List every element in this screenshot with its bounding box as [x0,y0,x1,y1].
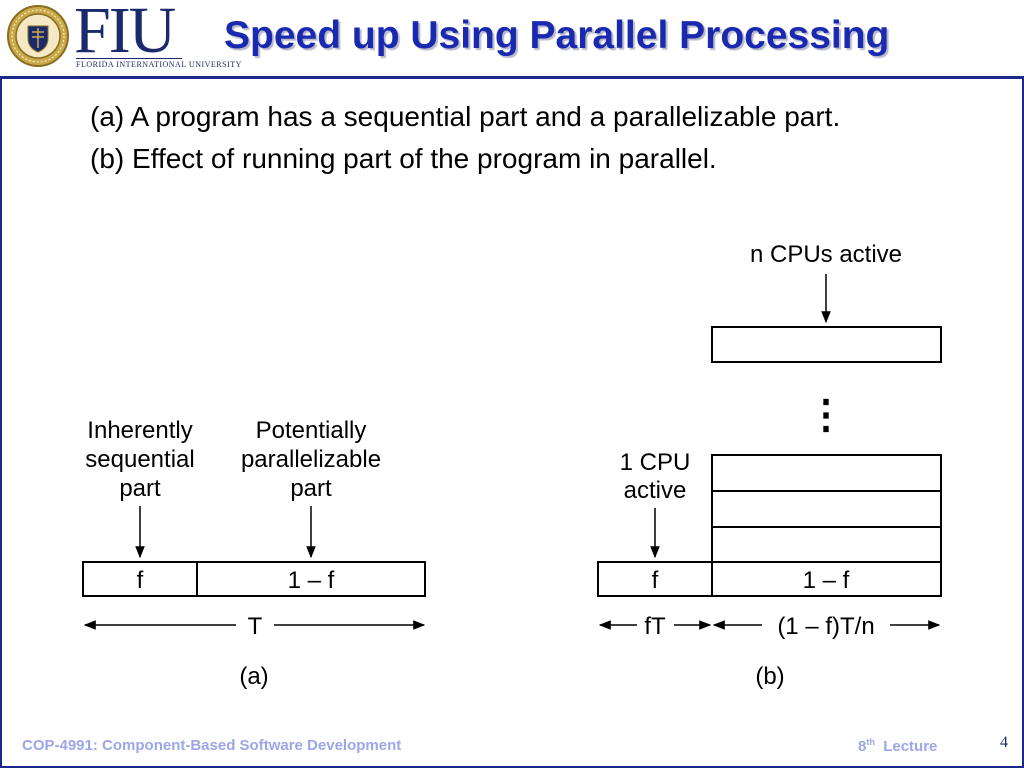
span-label-parallel-time: (1 – f)T/n [777,613,874,640]
parallel-label-line: Potentially [256,417,367,444]
box-label-1-minus-f: 1 – f [288,567,335,594]
sequential-box [82,561,198,597]
bullet-item: (b) Effect of running part of the progra… [90,143,717,174]
sequential-box [597,561,713,597]
logo-rule [76,58,182,59]
lecture-number: 8 [858,738,867,755]
box-label-f: f [137,567,144,594]
caption-a: (a) [239,663,268,690]
caption-b: (b) [755,663,784,690]
cpu-n-box [711,326,942,363]
span-label-ft: fT [644,613,666,640]
slide-title: Speed up Using Parallel Processing [224,14,890,57]
bullet-list: (a) A program has a sequential part and … [90,100,970,184]
sequential-label-line: part [119,475,161,502]
cpu-stack-box [711,490,942,528]
diagram-a: Inherently sequential part Potentially p… [82,417,426,690]
university-seal-icon [7,5,69,67]
university-logo-subtitle: FLORIDA INTERNATIONAL UNIVERSITY [76,60,242,69]
span-label-t: T [248,613,263,640]
parallel-label-line: parallelizable [241,446,381,473]
box-label-1-minus-f: 1 – f [803,567,850,594]
parallel-box [196,561,426,597]
lecture-suffix: th [866,737,875,747]
slide-header: FIU FLORIDA INTERNATIONAL UNIVERSITY Spe… [0,0,1024,78]
lecture-word: Lecture [883,738,938,755]
header-divider [0,76,1024,79]
diagram-b: n CPUs active ⋮ 1 CPU active f 1 – f fT … [597,241,942,690]
one-cpu-label-line: 1 CPU [620,449,691,476]
ellipsis-marker: ⋮ [806,393,846,437]
footer-course: COP-4991: Component-Based Software Devel… [22,737,402,754]
sequential-label-line: sequential [85,446,194,473]
parallel-box [711,561,942,597]
one-cpu-label-line: active [624,477,687,504]
cpu-stack-box [711,526,942,563]
box-label-f: f [652,567,659,594]
page-number: 4 [1000,734,1008,751]
bullet-item: (a) A program has a sequential part and … [90,101,841,132]
sequential-label-line: Inherently [87,417,192,444]
university-logo: FIU [74,0,176,67]
footer-lecture: 8th Lecture [858,737,937,755]
n-cpus-label: n CPUs active [750,241,902,268]
parallel-label-line: part [290,475,332,502]
cpu-stack-box [711,454,942,492]
